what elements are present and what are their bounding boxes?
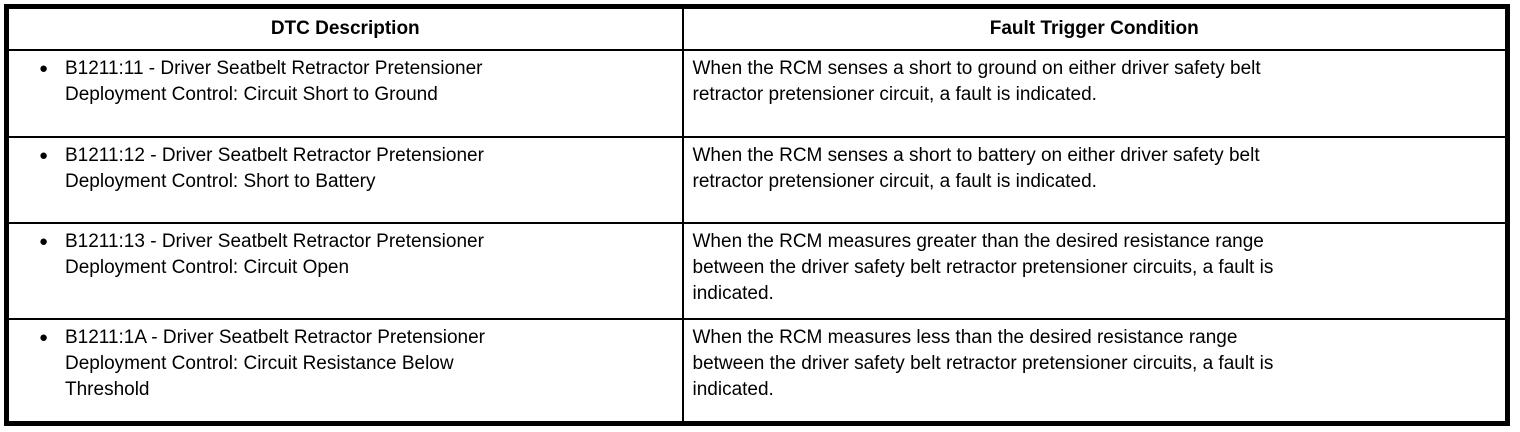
table-header-row: DTC Description Fault Trigger Condition <box>5 5 1509 51</box>
fault-trigger-condition-text: When the RCM measures less than the desi… <box>692 327 1274 401</box>
fault-trigger-condition-text: When the RCM senses a short to ground on… <box>692 57 1261 105</box>
dtc-cell-content: ● B1211:1A - Driver Seatbelt Retractor P… <box>39 325 666 403</box>
dtc-description-cell: ● B1211:11 - Driver Seatbelt Retractor P… <box>5 48 684 138</box>
bullet-icon: ● <box>39 59 49 77</box>
dtc-description-text: B1211:12 - Driver Seatbelt Retractor Pre… <box>65 144 484 192</box>
table-row: ● B1211:1A - Driver Seatbelt Retractor P… <box>5 318 1509 425</box>
dtc-description-cell: ● B1211:1A - Driver Seatbelt Retractor P… <box>5 318 684 425</box>
dtc-description-cell: ● B1211:12 - Driver Seatbelt Retractor P… <box>5 135 684 224</box>
dtc-description-cell: ● B1211:13 - Driver Seatbelt Retractor P… <box>5 221 684 321</box>
fault-trigger-condition-text: When the RCM senses a short to battery o… <box>692 144 1260 192</box>
dtc-description-text: B1211:11 - Driver Seatbelt Retractor Pre… <box>65 57 483 105</box>
bullet-icon: ● <box>39 146 49 164</box>
fault-trigger-condition-cell: When the RCM senses a short to ground on… <box>681 48 1509 138</box>
fault-trigger-condition-cell: When the RCM senses a short to battery o… <box>681 135 1509 224</box>
dtc-description-text: B1211:1A - Driver Seatbelt Retractor Pre… <box>65 327 485 401</box>
dtc-cell-content: ● B1211:11 - Driver Seatbelt Retractor P… <box>39 56 666 108</box>
fault-trigger-condition-cell: When the RCM measures less than the desi… <box>681 318 1509 425</box>
table-row: ● B1211:13 - Driver Seatbelt Retractor P… <box>5 221 1509 321</box>
bullet-icon: ● <box>39 329 49 347</box>
dtc-cell-content: ● B1211:13 - Driver Seatbelt Retractor P… <box>39 229 666 281</box>
fault-trigger-condition-text: When the RCM measures greater than the d… <box>692 230 1274 304</box>
column-header-fault-trigger-condition: Fault Trigger Condition <box>681 5 1509 51</box>
dtc-description-text: B1211:13 - Driver Seatbelt Retractor Pre… <box>65 230 484 278</box>
table-row: ● B1211:12 - Driver Seatbelt Retractor P… <box>5 135 1509 224</box>
dtc-fault-table: DTC Description Fault Trigger Condition … <box>4 4 1510 426</box>
table-row: ● B1211:11 - Driver Seatbelt Retractor P… <box>5 48 1509 138</box>
column-header-dtc-description: DTC Description <box>5 5 684 51</box>
bullet-icon: ● <box>39 232 49 250</box>
fault-trigger-condition-cell: When the RCM measures greater than the d… <box>681 221 1509 321</box>
dtc-cell-content: ● B1211:12 - Driver Seatbelt Retractor P… <box>39 143 666 195</box>
